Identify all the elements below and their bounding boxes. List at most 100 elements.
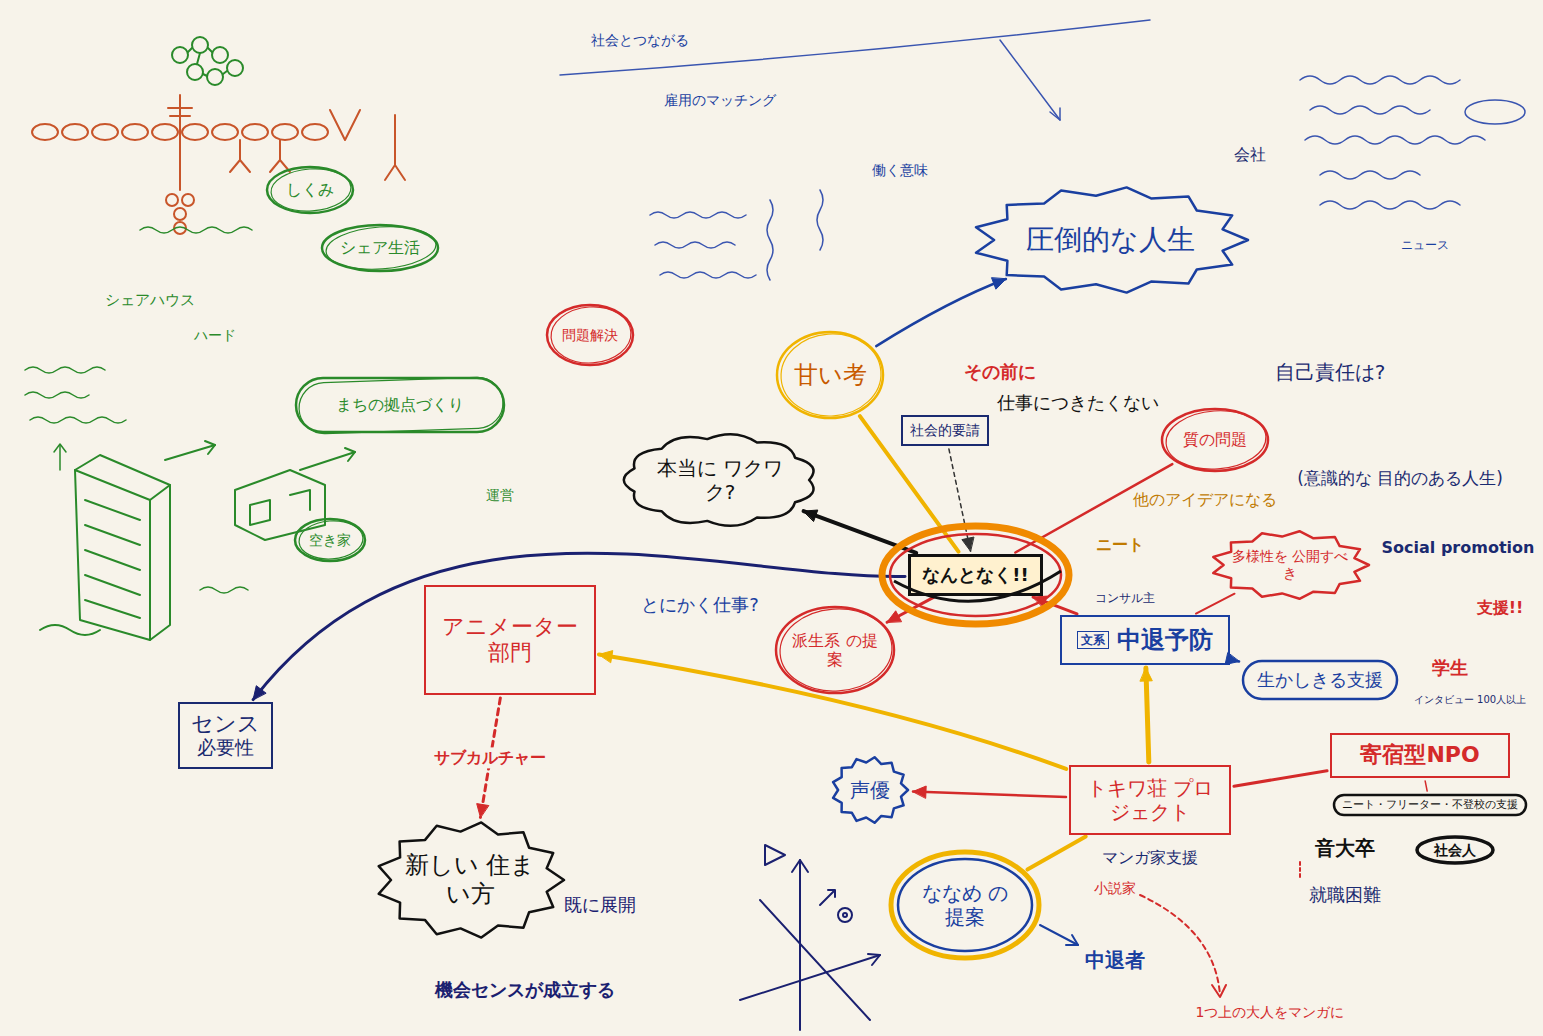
node-text: ニート・フリーター・不登校の支援 — [1342, 798, 1518, 811]
idea-circle: しくみ — [265, 165, 355, 215]
connector — [1033, 596, 1077, 614]
circle-outline — [295, 519, 365, 561]
node-text: 文系 — [1081, 633, 1105, 647]
rounded-outline — [296, 378, 504, 432]
node-text: 社会人 — [1434, 842, 1476, 859]
arrowhead — [1225, 653, 1239, 665]
arrowhead — [253, 686, 266, 700]
connector-line — [599, 654, 1066, 769]
connector — [1196, 594, 1235, 614]
idea-circle: シェア生活 — [320, 223, 440, 273]
node-text: 問題解決 — [562, 327, 618, 344]
burst-outline — [976, 187, 1248, 292]
note-label: 会社 — [1234, 145, 1266, 164]
leader-arrow — [1140, 862, 1300, 997]
idea-circle: 空き家 — [293, 517, 367, 563]
note-label: Social promotion — [1382, 538, 1535, 557]
note-label: 就職困難 — [1309, 884, 1381, 906]
connector — [887, 597, 933, 622]
node-text: 空き家 — [309, 532, 351, 549]
node-text: 声優 — [850, 778, 890, 802]
node-text: 寄宿型NPO — [1360, 742, 1479, 768]
oval-outline — [1417, 837, 1493, 863]
circle-outline — [891, 852, 1039, 958]
note-label: 機会センスが成立する — [435, 979, 615, 1001]
node-text: 甘い考 — [794, 361, 867, 390]
arrowhead — [477, 804, 489, 818]
connector-line — [1146, 668, 1149, 762]
node-text: なんとなく!! — [922, 564, 1028, 586]
note-label: 中退者 — [1085, 948, 1145, 972]
circle-outline — [1164, 408, 1268, 473]
connector-line — [804, 511, 917, 553]
connector-line — [253, 553, 905, 699]
idea-box: 社会的要請 — [901, 415, 989, 446]
thought-cloud: 本当に ワクワク? — [619, 430, 821, 530]
connector — [913, 786, 1066, 798]
circle-outline — [776, 607, 894, 693]
node-text: ななめ の提案 — [913, 881, 1017, 929]
node-text: シェア生活 — [340, 238, 420, 257]
circle-outline — [267, 167, 353, 213]
connector — [804, 510, 917, 553]
note-label: ニート — [1096, 535, 1144, 554]
idea-box: アニメーター 部門 — [424, 585, 596, 695]
rounded-box: ニート・フリーター・不登校の支援 — [1333, 794, 1527, 816]
circle-outline — [1162, 409, 1268, 471]
idea-box: 寄宿型NPO — [1330, 733, 1510, 778]
note-label: 支援!! — [1477, 598, 1524, 617]
note-label: その前に — [964, 361, 1036, 383]
arrowhead — [599, 651, 613, 663]
burst-outline — [379, 822, 564, 937]
node-text: 生かしきる支援 — [1257, 669, 1383, 691]
circle-outline — [322, 225, 438, 271]
molecule-sketch — [172, 37, 243, 85]
node-text: 中退予防 — [1117, 626, 1213, 655]
connector-line — [1033, 597, 1077, 614]
idea-box: センス必要性 — [178, 702, 273, 769]
connector — [949, 449, 974, 551]
node-text: しくみ — [286, 180, 334, 199]
burst-outline — [1213, 531, 1369, 599]
node-text: 圧倒的な人生 — [1026, 223, 1195, 257]
note-label: 小説家 — [1094, 880, 1136, 897]
circle-outline — [777, 605, 894, 695]
connector — [1140, 668, 1152, 762]
idea-circle: 派生系 の提案 — [774, 605, 896, 695]
note-label: ニュース — [1401, 238, 1449, 252]
circle-outline — [549, 304, 633, 365]
connector-line — [1027, 836, 1085, 869]
connector-line — [1196, 594, 1235, 614]
arrowhead — [1140, 668, 1152, 681]
cloud-outline — [624, 434, 814, 526]
idea-circle: ななめ の提案 — [889, 850, 1041, 960]
connector — [253, 553, 905, 699]
connector — [1225, 653, 1239, 665]
idea-circle: 質の問題 — [1160, 407, 1270, 473]
note-label: 既に展開 — [564, 894, 636, 916]
connector-line — [949, 449, 971, 551]
connector-line — [1234, 771, 1327, 786]
burst-shape: 圧倒的な人生 — [970, 185, 1250, 295]
arrowhead — [992, 278, 1006, 289]
connector-line — [913, 792, 1066, 797]
rounded-outline — [1243, 661, 1397, 699]
circle-outline — [547, 305, 633, 365]
idea-circle: 問題解決 — [545, 303, 635, 367]
node-text: まちの拠点づくり — [336, 395, 464, 414]
node-text: 多様性を 公開すべき — [1231, 548, 1349, 582]
connector — [1425, 781, 1427, 791]
note-label: (意識的な 目的のある人生) — [1297, 468, 1503, 488]
scribble-notes — [25, 227, 252, 593]
circle-outline — [298, 519, 364, 561]
note-label: 運営 — [486, 487, 514, 504]
note-label: シェアハウス — [105, 291, 195, 309]
arrowhead — [804, 510, 818, 521]
burst-shape: 声優 — [830, 755, 910, 825]
note-label: 働く意味 — [872, 162, 928, 179]
note-label: 他のアイデアになる — [1133, 490, 1277, 509]
chain-sketch — [32, 95, 405, 234]
house-sketch — [40, 441, 355, 640]
